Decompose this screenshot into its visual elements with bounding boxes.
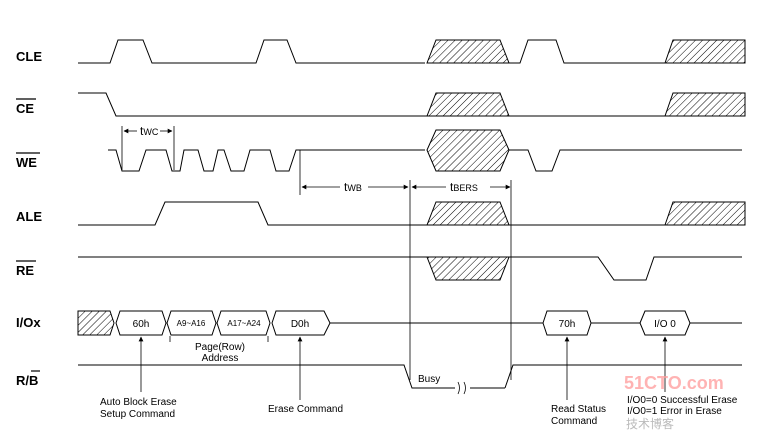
io-bus: 60h A9~A16 A17~A24 D0h 70h I/O 0 (77, 310, 742, 336)
address-label: Address (202, 353, 239, 364)
rb-waveform: Busy (78, 364, 742, 395)
ale-waveform (78, 201, 746, 226)
erase-command-label: Erase Command (268, 404, 343, 415)
timing-markers: tWB tBERS (299, 150, 512, 380)
io-hatch-start (77, 310, 115, 336)
watermark-sub: 技术博客 (626, 416, 674, 431)
ale-hatch-2 (664, 201, 746, 226)
ce-hatch-1 (426, 92, 510, 117)
bus-addr-a9-a16 (166, 310, 217, 336)
annotation-arrows (138, 336, 668, 400)
ce-waveform (78, 92, 746, 117)
bus-addr-a17-a24 (216, 310, 271, 336)
bus-cmd-70h-text: 70h (559, 319, 576, 330)
bus-cmd-d0h-text: D0h (291, 319, 309, 330)
we-waveform: tWC (108, 124, 742, 172)
read-status-line1: Read Status (551, 404, 606, 415)
ale-hatch-1 (426, 201, 510, 226)
signal-label-cle: CLE (16, 49, 42, 64)
cle-hatch-1 (426, 39, 510, 64)
re-hatch (426, 256, 510, 281)
bus-cmd-60h-text: 60h (133, 319, 150, 330)
signal-label-io: I/Ox (16, 315, 41, 330)
bus-cmd-60h (115, 310, 167, 336)
signal-label-rb: R/B (16, 373, 38, 388)
signal-label-we: WE (16, 155, 37, 170)
auto-block-erase-line2: Setup Command (100, 409, 175, 420)
busy-label: Busy (418, 374, 440, 385)
bus-io0-text: I/O 0 (654, 319, 676, 330)
read-status-line2: Command (551, 416, 597, 427)
we-hatch (426, 129, 510, 172)
cle-waveform (78, 39, 746, 64)
watermark-main: 51CTO.com (624, 373, 724, 393)
signal-label-re: RE (16, 263, 34, 278)
bus-addr-a9-a16-text: A9~A16 (177, 319, 206, 328)
rb-prefix: R/ (16, 373, 29, 388)
auto-block-erase-line1: Auto Block Erase (100, 397, 177, 408)
ce-hatch-2 (664, 92, 746, 117)
tbers-label: tBERS (450, 180, 478, 194)
cle-hatch-2 (664, 39, 746, 64)
rb-bar-letter: B (29, 373, 38, 388)
bus-addr-a17-a24-text: A17~A24 (227, 319, 261, 328)
busy-break (457, 381, 466, 395)
twc-label: tWC (140, 124, 159, 138)
page-row-label: Page(Row) (195, 342, 245, 353)
signal-label-ale: ALE (16, 209, 42, 224)
re-waveform (78, 256, 742, 281)
io0-success-note: I/O0=0 Successful Erase (627, 395, 738, 406)
io0-error-note: I/O0=1 Error in Erase (627, 406, 722, 417)
signal-label-ce: CE (16, 101, 34, 116)
twb-label: tWB (344, 180, 362, 194)
